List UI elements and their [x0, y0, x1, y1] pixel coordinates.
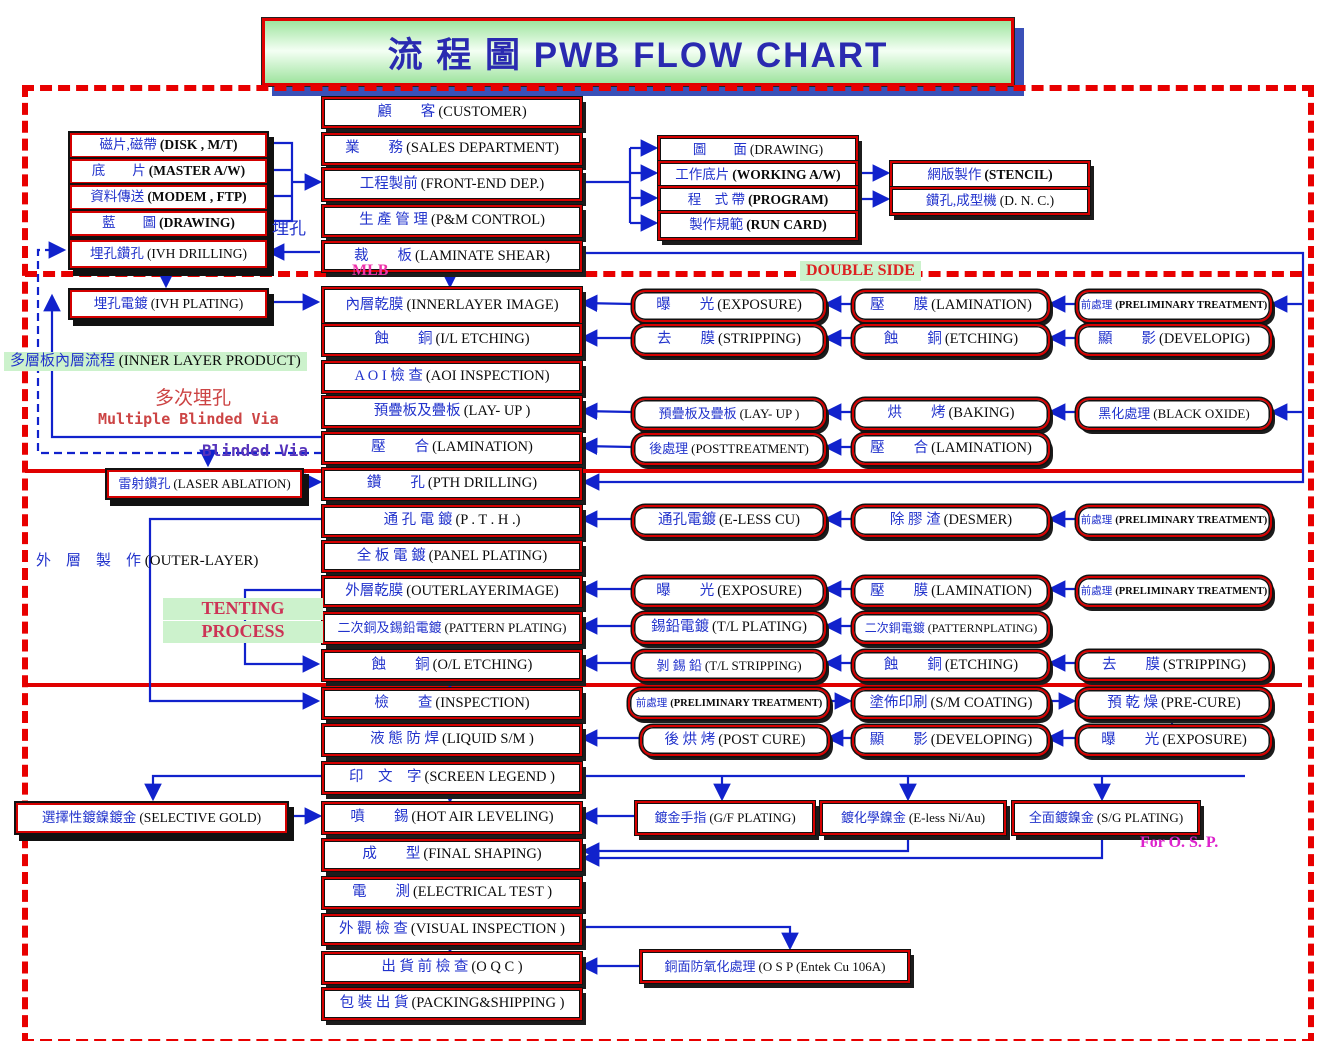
label-mlb: MLB — [352, 262, 389, 279]
osp-box: 銅面防氧化處理(O S P (Entek Cu 106A) — [639, 949, 911, 984]
posttreatment-box: 後處理(POSTTREATMENT) — [632, 433, 826, 465]
modem-ftp-box: 資料傳送(MODEM , FTP) — [68, 183, 269, 212]
etching-1-box: 蝕 銅(ETCHING) — [852, 324, 1050, 356]
master-aw-box: 底 片(MASTER A/W) — [68, 157, 269, 186]
label-double-side: DOUBLE SIDE — [800, 261, 921, 281]
pattern-plating-box: 二次銅及錫鉛電鍍(PATTERN PLATING) — [321, 611, 583, 645]
lamination-film-2-box: 壓 膜(LAMINATION) — [852, 576, 1050, 607]
connector-76 — [578, 925, 799, 951]
electrical-test-box: 電 測(ELECTRICAL TEST ) — [321, 876, 583, 910]
sales-department-box: 業 務(SALES DEPARTMENT) — [321, 132, 583, 166]
exposure-3-box: 曝 光(EXPOSURE) — [1076, 725, 1272, 756]
dnc-box: 鑽孔,成型機(D. N. C.) — [889, 186, 1091, 216]
stencil-box: 網版製作(STENCIL) — [889, 160, 1091, 190]
e-less-cu-box: 通孔電鍍(E-LESS CU) — [632, 505, 826, 537]
developing-1-box: 顯 影(DEVELOPIG) — [1076, 324, 1272, 356]
pretreat-4-box: 前處理(PRELIMINARY TREATMENT) — [628, 688, 830, 719]
pretreat-1-box: 前處理(PRELIMINARY TREATMENT) — [1076, 290, 1272, 322]
exposure-1-box: 曝 光(EXPOSURE) — [632, 290, 826, 322]
aoi-inspection-box: A O I 檢 查(AOI INSPECTION) — [321, 360, 583, 394]
run-card-box: 製作規範(RUN CARD) — [657, 210, 859, 241]
customer-box: 顧 客(CUSTOMER) — [321, 96, 583, 129]
tl-plating-box: 錫鉛電鍍(T/L PLATING) — [632, 612, 826, 644]
drawing-out-box: 圖 面(DRAWING) — [657, 135, 859, 165]
disk-mt-box: 磁片,磁帶(DISK , M/T) — [68, 131, 269, 160]
pm-control-box: 生 產 管 理(P&M CONTROL) — [321, 204, 583, 238]
tl-stripping-box: 剝 錫 鉛(T/L STRIPPING) — [632, 650, 826, 681]
label-blinded-via: Blinded Via — [202, 441, 308, 460]
stripping-2-box: 去 膜(STRIPPING) — [1076, 650, 1272, 681]
pre-cure-box: 預 乾 燥(PRE-CURE) — [1076, 688, 1272, 719]
developing-2-box: 顯 影(DEVELOPING) — [852, 725, 1050, 756]
ivh-drilling-box: 埋孔鑽孔(IVH DRILLING) — [68, 238, 269, 270]
label-inner-layer-product: 多層板內層流程 (INNER LAYER PRODUCT) — [4, 352, 307, 371]
post-cure-box: 後 烘 烤(POST CURE) — [640, 725, 830, 756]
panel-plating-box: 全 板 電 鍍(PANEL PLATING) — [321, 540, 583, 573]
baking-box: 烘 烤(BAKING) — [852, 398, 1050, 430]
connector-41 — [579, 294, 633, 313]
pattern-plating-2-box: 二次銅電鍍(PATTERNPLATING) — [852, 612, 1050, 644]
il-etching-box: 蝕 銅(I/L ETCHING) — [321, 323, 583, 357]
e-less-ni-au-box: 鍍化學鎳金(E-less Ni/Au) — [819, 800, 1007, 836]
label-process: PROCESS — [163, 621, 323, 643]
visual-inspection-box: 外 觀 檢 查(VISUAL INSPECTION ) — [321, 913, 583, 946]
black-oxide-box: 黑化處理(BLACK OXIDE) — [1076, 398, 1272, 430]
lamination-film-1-box: 壓 膜(LAMINATION) — [852, 290, 1050, 322]
desmer-box: 除 膠 渣(DESMER) — [852, 505, 1050, 537]
lamination-2-box: 壓 合(LAMINATION) — [852, 433, 1050, 465]
lamination-main-box: 壓 合(LAMINATION) — [321, 431, 583, 465]
divider-mlb-dashed — [25, 271, 1302, 277]
label-multiple-via-en: Multiple Blinded Via — [98, 410, 279, 428]
divider-outer-layer — [25, 683, 1302, 687]
pth-box: 通 孔 電 鍍(P . T . H .) — [321, 504, 583, 538]
working-aw-box: 工作底片(WORKING A/W) — [657, 160, 859, 191]
front-end-dep-box: 工程製前(FRONT-END DEP.) — [321, 167, 583, 202]
label-multiple-via-zh: 多次埋孔 — [155, 388, 232, 409]
ol-etching-box: 蝕 銅(O/L ETCHING) — [321, 649, 583, 682]
sg-plating-box: 全面鍍鎳金(S/G PLATING) — [1011, 800, 1201, 836]
sm-coating-box: 塗佈印刷(S/M COATING) — [852, 688, 1050, 719]
laminate-shear-box: 裁 板(LAMINATE SHEAR) — [321, 240, 583, 273]
stripping-1-box: 去 膜(STRIPPING) — [632, 324, 826, 356]
page-title-text: 流 程 圖 PWB FLOW CHART — [387, 35, 889, 75]
page-title: 流 程 圖 PWB FLOW CHART — [261, 17, 1015, 87]
lay-up-2-box: 預疊板及疊板(LAY- UP ) — [632, 398, 826, 430]
label-for-osp: For O. S. P. — [1140, 834, 1219, 851]
laser-ablation-box: 雷射鑽孔(LASER ABLATION) — [105, 468, 304, 500]
etching-2-box: 蝕 銅(ETCHING) — [852, 650, 1050, 681]
connector-72 — [581, 831, 1104, 867]
hot-air-leveling-box: 噴 錫(HOT AIR LEVELING) — [321, 801, 583, 835]
connector-24 — [265, 141, 294, 223]
liquid-sm-box: 液 態 防 焊(LIQUID S/M ) — [321, 723, 583, 757]
final-shaping-box: 成 型(FINAL SHAPING) — [321, 838, 583, 872]
screen-legend-box: 印 文 字(SCREEN LEGEND ) — [321, 761, 583, 795]
oqc-box: 出 貨 前 檢 查(O Q C ) — [321, 951, 583, 985]
ivh-plating-box: 埋孔電鍍(IVH PLATING) — [68, 288, 269, 320]
pretreat-2-box: 前處理(PRELIMINARY TREATMENT) — [1076, 505, 1272, 537]
packing-shipping-box: 包 裝 出 貨(PACKING&SHIPPING ) — [321, 987, 583, 1021]
label-maikong: 埋孔 — [272, 219, 306, 238]
blue-drawing-box: 藍 圖(DRAWING) — [68, 209, 269, 238]
label-outer-layer: 外 層 製 作 (OUTER-LAYER) — [36, 553, 259, 569]
pretreat-3-box: 前處理(PRELIMINARY TREATMENT) — [1076, 576, 1272, 607]
innerlayer-image-box: 內層乾膜(INNERLAYER IMAGE) — [321, 286, 583, 326]
gf-plating-box: 鍍金手指(G/F PLATING) — [634, 800, 816, 836]
exposure-2-box: 曝 光(EXPOSURE) — [632, 576, 826, 607]
inspection-box: 檢 查(INSPECTION) — [321, 687, 583, 720]
connector-74 — [144, 774, 322, 802]
program-box: 程 式 帶(PROGRAM) — [657, 185, 859, 215]
label-tenting: TENTING — [163, 598, 323, 620]
connector-47 — [579, 402, 633, 421]
pth-drilling-box: 鑽 孔(PTH DRILLING) — [321, 467, 583, 501]
lay-up-box: 預疊板及疊板(LAY- UP ) — [321, 395, 583, 429]
outerlayer-image-box: 外層乾膜(OUTERLAYERIMAGE) — [321, 575, 583, 608]
connector-49 — [579, 437, 633, 456]
selective-gold-box: 選擇性鍍鎳鍍金(SELECTIVE GOLD) — [14, 801, 289, 835]
